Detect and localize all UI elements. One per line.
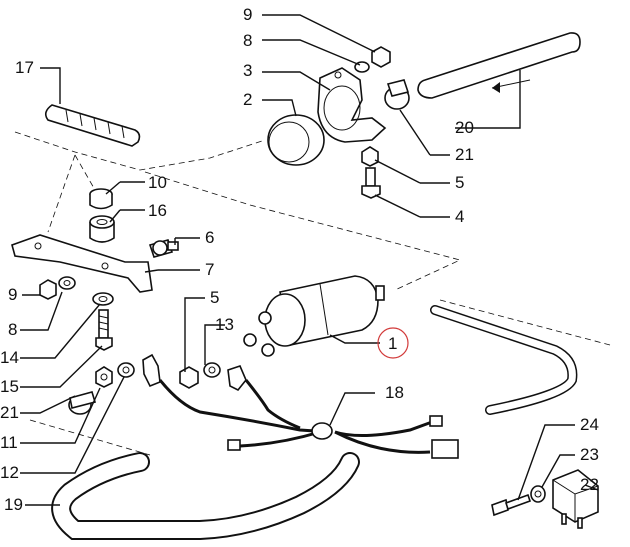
label-8-left: 8 (8, 320, 17, 339)
label-21-left: 21 (0, 403, 19, 422)
part-21-clip-left (68, 391, 97, 415)
part-8-washer-left (58, 276, 76, 290)
label-15: 15 (0, 377, 19, 396)
label-3: 3 (243, 61, 252, 80)
label-2: 2 (243, 90, 252, 109)
part-1-highlight-circle (377, 327, 409, 359)
leader-lines (20, 14, 599, 506)
label-11: 11 (0, 433, 18, 452)
label-21-top: 21 (455, 145, 474, 164)
part-17-rod (44, 104, 141, 147)
label-7: 7 (205, 260, 214, 279)
part-19-fuel-hose (51, 452, 360, 540)
label-17: 17 (15, 58, 34, 77)
label-14: 14 (0, 348, 19, 367)
label-12: 12 (0, 463, 19, 482)
part-21-clip-top (384, 79, 410, 110)
label-20: 20 (455, 118, 474, 137)
part-10-bolt (89, 188, 113, 210)
label-16: 16 (148, 201, 167, 220)
filler-tube-right (430, 305, 578, 415)
part-13-washer (203, 362, 221, 378)
assembly-guide-lines (14, 131, 611, 456)
label-9-left: 9 (8, 285, 17, 304)
label-13: 13 (215, 315, 234, 334)
part-20-pipe (417, 32, 581, 99)
part-18-wiring-harness (158, 379, 459, 459)
part-15-bolt (95, 309, 113, 351)
part-22-relay (552, 469, 599, 529)
part-5-nut-lower (179, 366, 199, 389)
label-19: 19 (4, 495, 23, 514)
part-5-nut-top (361, 146, 379, 167)
part-24-bolt (491, 493, 532, 517)
elbow-fitting-left (142, 353, 161, 388)
part-2-sleeve (267, 114, 325, 166)
label-8-top: 8 (243, 31, 252, 50)
part-9-nut-left (39, 279, 57, 300)
label-23: 23 (580, 445, 599, 464)
part-6-sensor (148, 239, 179, 258)
label-24: 24 (580, 415, 599, 434)
label-22: 22 (580, 475, 599, 494)
label-18: 18 (385, 383, 404, 402)
callout-labels: 9 8 3 2 5 4 21 20 17 10 16 6 7 9 8 14 15… (0, 5, 599, 514)
part-16-bushing (89, 215, 115, 243)
label-9-top: 9 (243, 5, 252, 24)
label-5-top: 5 (455, 173, 464, 192)
part-11-nut (95, 366, 113, 388)
part-12-washer (117, 362, 135, 378)
part-4-bolt (361, 167, 381, 199)
label-4: 4 (455, 207, 464, 226)
part-7-bracket (11, 234, 153, 293)
part-3-clamp (317, 67, 387, 143)
label-10: 10 (148, 173, 167, 192)
label-5-lower: 5 (210, 288, 219, 307)
label-1: 1 (388, 334, 397, 353)
label-6: 6 (205, 228, 214, 247)
part-14-washer (92, 292, 114, 306)
elbow-fitting-right (227, 365, 247, 392)
part-9-nut-top (371, 46, 391, 68)
part-23-washer (530, 485, 546, 503)
part-1-fuel-pump (243, 275, 385, 357)
